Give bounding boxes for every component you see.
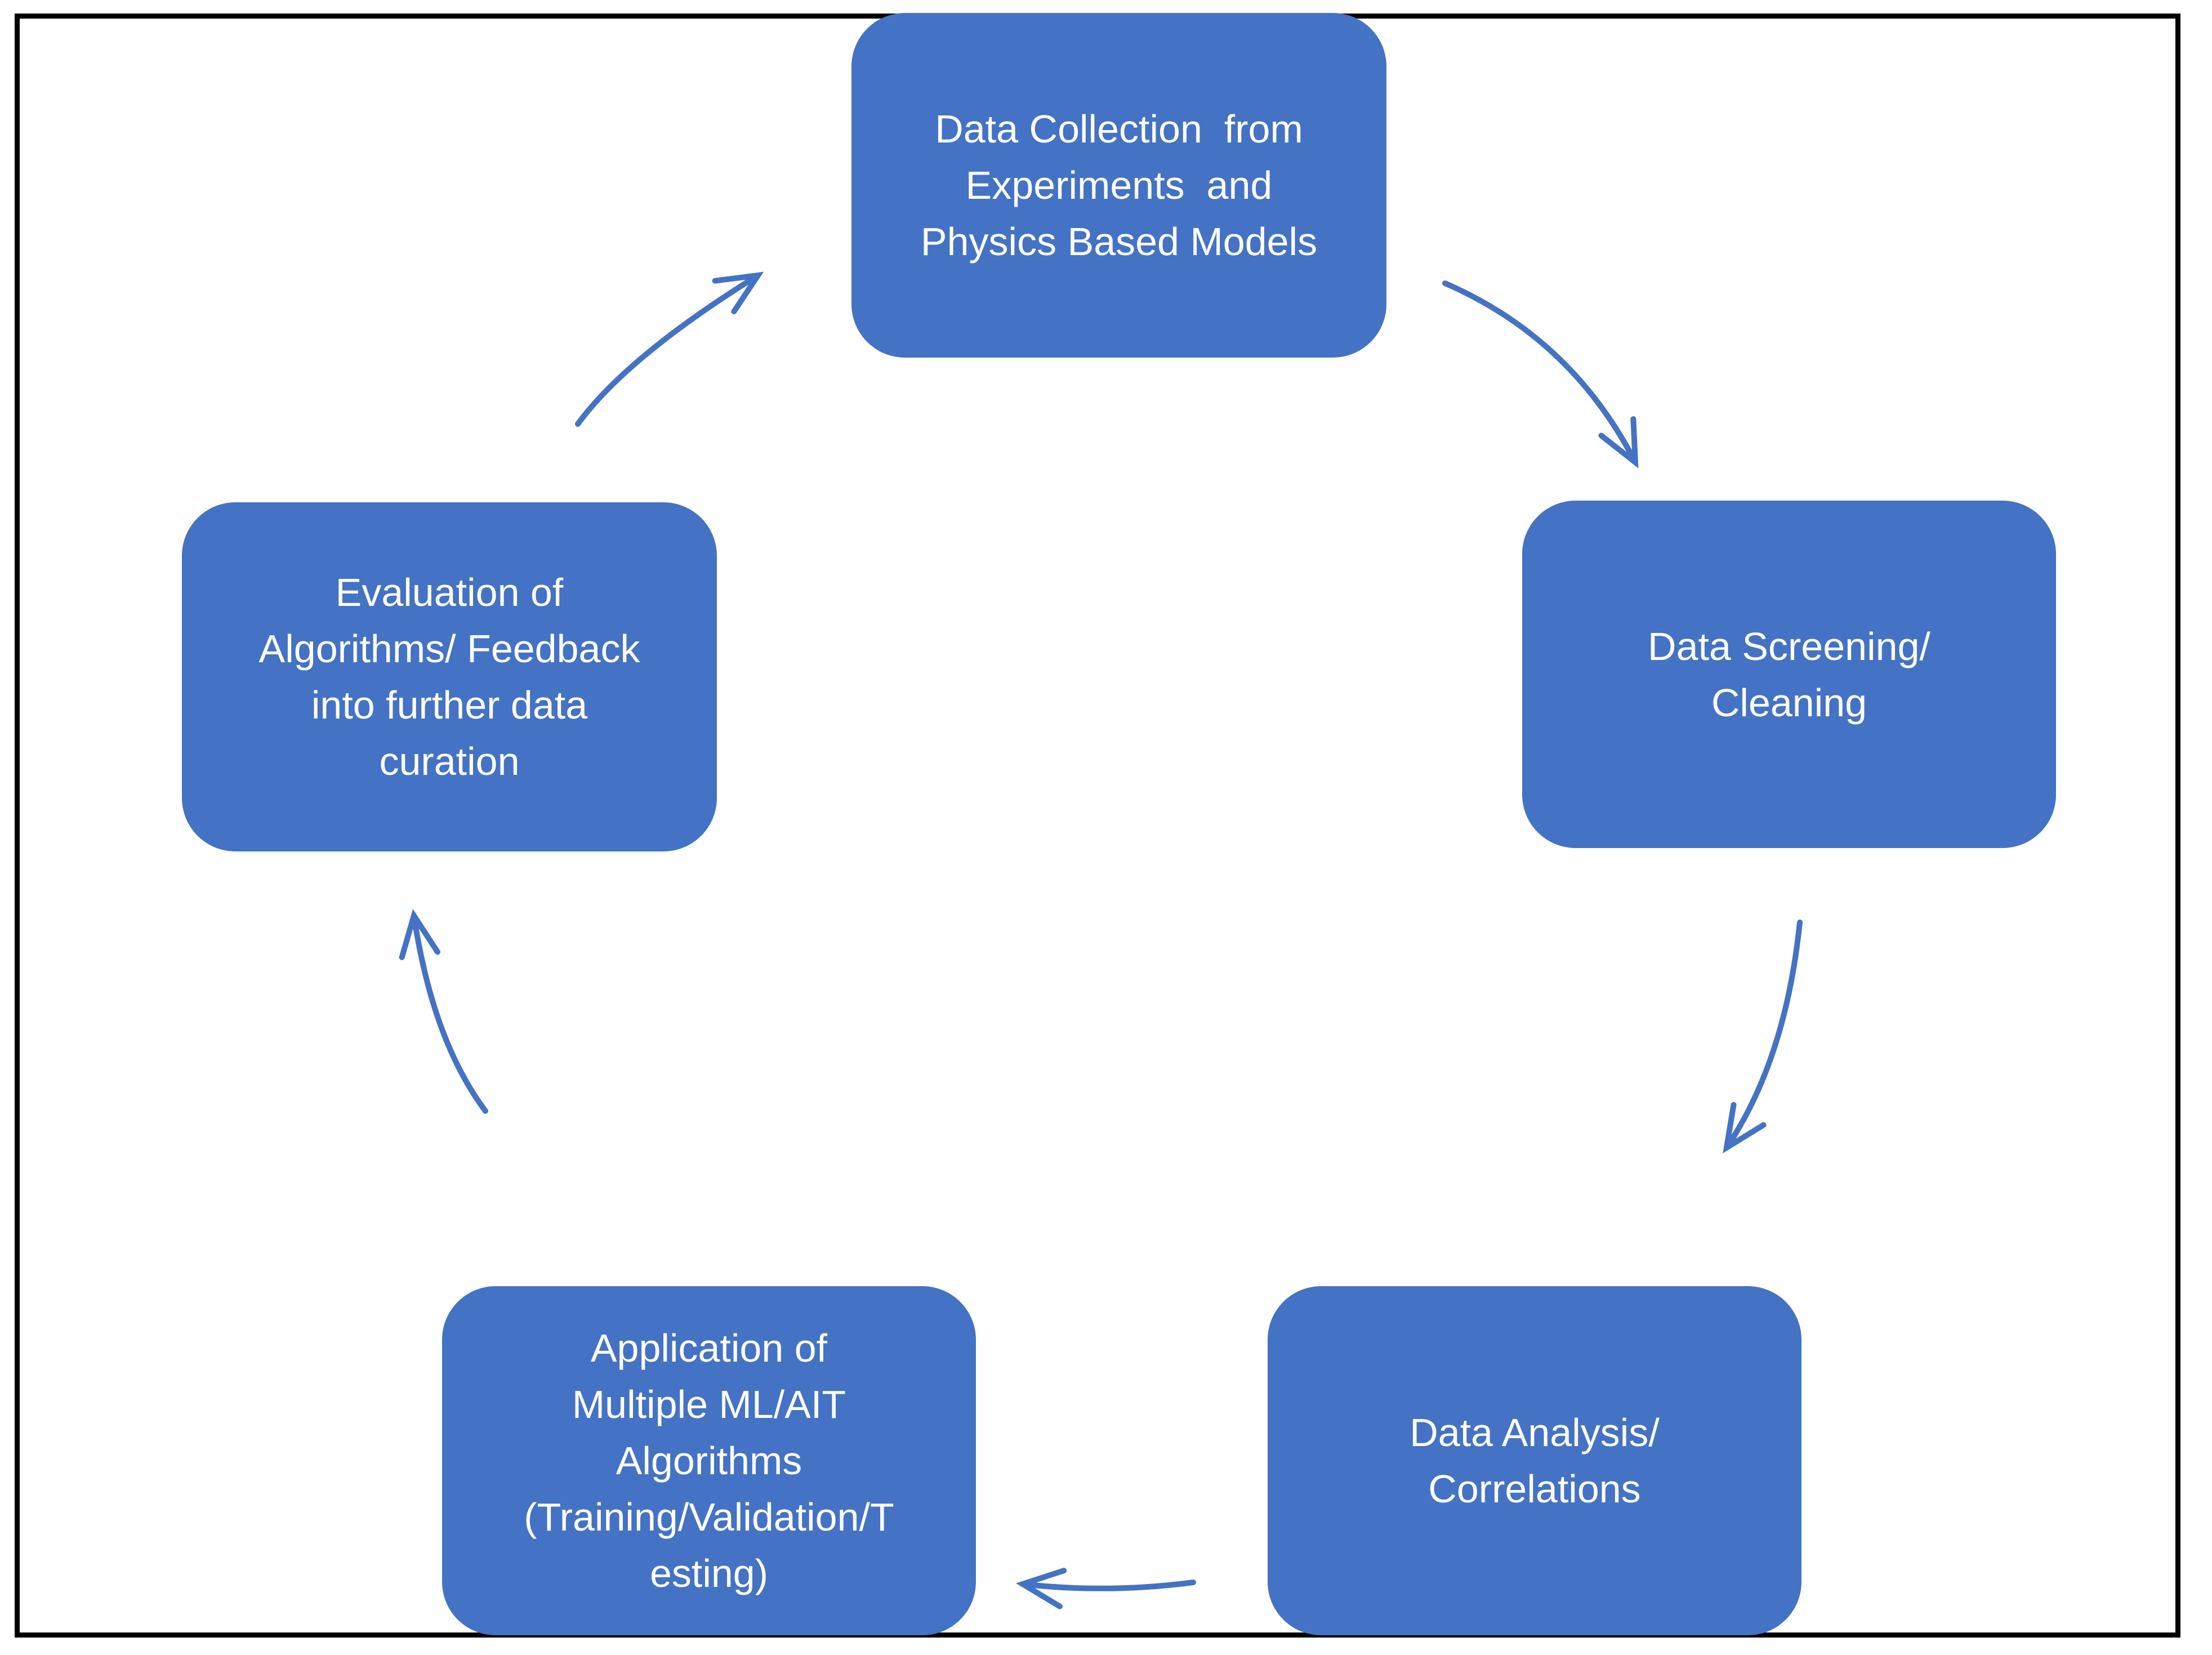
arrow-data-screening-to-data-analysis [1723,920,1803,1153]
node-data-screening-label: Data Screening/ Cleaning [1648,624,1930,725]
node-evaluation: Evaluation of Algorithms/ Feedback into … [182,502,717,851]
arrow-evaluation-to-data-collection [575,271,764,427]
node-data-analysis-label: Data Analysis/ Correlations [1410,1411,1660,1511]
node-data-analysis: Data Analysis/ Correlations [1268,1286,1801,1635]
node-data-collection: Data Collection from Experiments and Phy… [851,13,1386,358]
arrow-ml-application-to-evaluation [399,909,488,1114]
arrow-data-analysis-to-ml-application [1016,1568,1196,1609]
arrow-data-collection-to-data-screening [1442,280,1639,469]
node-ml-application: Application of Multiple ML/AIT Algorithm… [442,1286,976,1635]
node-evaluation-label: Evaluation of Algorithms/ Feedback into … [258,570,640,783]
node-data-screening: Data Screening/ Cleaning [1522,501,2056,848]
node-ml-application-label: Application of Multiple ML/AIT Algorithm… [524,1326,894,1595]
node-data-collection-label: Data Collection from Experiments and Phy… [920,107,1318,264]
